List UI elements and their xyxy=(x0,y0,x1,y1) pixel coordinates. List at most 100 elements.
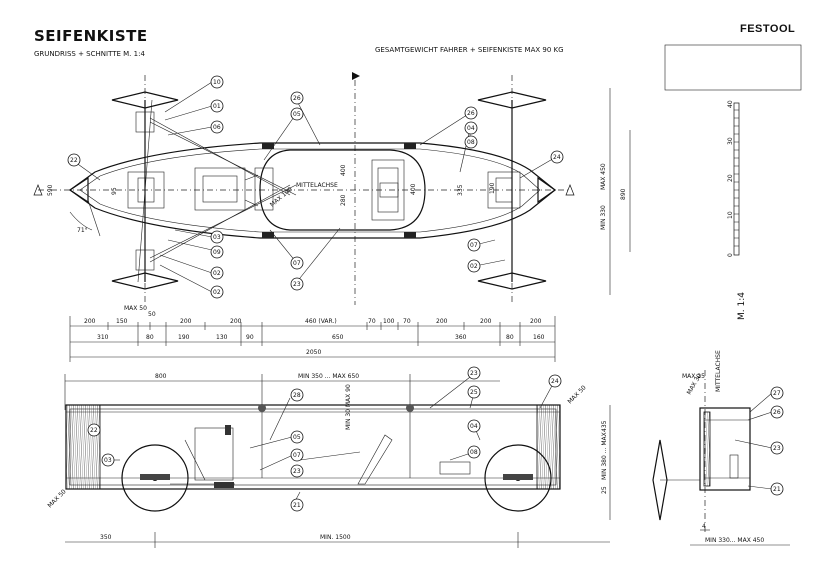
svg-text:20: 20 xyxy=(727,174,734,182)
weight-note: GESAMTGEWICHT FAHRER + SEIFENKISTE MAX 9… xyxy=(375,46,564,54)
svg-text:80: 80 xyxy=(146,334,154,341)
svg-text:08: 08 xyxy=(470,449,478,456)
svg-text:400: 400 xyxy=(410,183,417,195)
svg-text:05: 05 xyxy=(293,111,301,118)
svg-text:10: 10 xyxy=(727,211,734,219)
svg-text:50: 50 xyxy=(148,311,156,318)
svg-text:95: 95 xyxy=(111,187,118,195)
drawing-title: SEIFENKISTE xyxy=(34,27,148,45)
svg-text:130: 130 xyxy=(216,334,228,341)
svg-text:200: 200 xyxy=(84,318,96,325)
svg-text:23: 23 xyxy=(293,281,301,288)
svg-text:MIN 380 ... MAX: MIN 380 ... MAX xyxy=(601,432,608,480)
svg-text:23: 23 xyxy=(293,468,301,475)
svg-text:02: 02 xyxy=(470,263,478,270)
svg-text:MAX 450: MAX 450 xyxy=(600,163,607,190)
svg-text:23: 23 xyxy=(773,445,781,452)
festool-logo: FESTOOL xyxy=(740,23,795,35)
svg-text:06: 06 xyxy=(213,124,221,131)
svg-text:435: 435 xyxy=(601,420,608,432)
svg-text:190: 190 xyxy=(178,334,190,341)
svg-text:MAX 50: MAX 50 xyxy=(124,305,147,312)
svg-text:MIN 350 ... MAX 650: MIN 350 ... MAX 650 xyxy=(298,373,359,380)
svg-text:280: 280 xyxy=(340,194,347,206)
svg-text:03: 03 xyxy=(213,234,221,241)
svg-text:30: 30 xyxy=(727,137,734,145)
svg-text:26: 26 xyxy=(467,110,475,117)
svg-text:0: 0 xyxy=(727,253,734,257)
svg-text:MAX 25: MAX 25 xyxy=(682,373,705,380)
svg-text:09: 09 xyxy=(213,249,221,256)
svg-text:08: 08 xyxy=(467,139,475,146)
svg-text:150: 150 xyxy=(116,318,128,325)
svg-text:200: 200 xyxy=(480,318,492,325)
svg-text:21: 21 xyxy=(773,486,781,493)
svg-text:02: 02 xyxy=(213,270,221,277)
plan-centerline-label: MITTELACHSE xyxy=(296,182,338,189)
plan-view: 71° MITTELACHSE 590 400 280 400 335 MAX … xyxy=(33,72,631,362)
svg-text:MIN 30 MAX 90: MIN 30 MAX 90 xyxy=(345,384,352,430)
svg-text:07: 07 xyxy=(293,452,301,459)
svg-text:70: 70 xyxy=(368,318,376,325)
svg-text:07: 07 xyxy=(293,260,301,267)
svg-text:MIN 330: MIN 330 xyxy=(600,205,607,230)
svg-text:07: 07 xyxy=(470,242,478,249)
section-view: MITTELACHSE MAX 25 MAX 30 27 26 23 21 4 … xyxy=(652,350,790,546)
svg-text:190: 190 xyxy=(489,182,496,194)
svg-text:24: 24 xyxy=(553,154,561,161)
svg-text:MAX 50: MAX 50 xyxy=(566,384,587,405)
svg-text:4: 4 xyxy=(702,523,706,530)
svg-text:100: 100 xyxy=(383,318,395,325)
svg-text:05: 05 xyxy=(293,434,301,441)
svg-text:335: 335 xyxy=(457,184,464,196)
svg-text:04: 04 xyxy=(470,423,478,430)
svg-text:80: 80 xyxy=(506,334,514,341)
svg-text:890: 890 xyxy=(620,188,627,200)
svg-text:22: 22 xyxy=(70,157,78,164)
svg-text:MAX 140: MAX 140 xyxy=(269,186,294,209)
svg-text:10: 10 xyxy=(213,79,221,86)
svg-text:200: 200 xyxy=(180,318,192,325)
svg-text:03: 03 xyxy=(104,457,112,464)
svg-text:800: 800 xyxy=(155,373,167,380)
svg-text:90: 90 xyxy=(246,334,254,341)
angle-label: 71° xyxy=(77,227,88,234)
svg-text:MIN. 1500: MIN. 1500 xyxy=(320,534,351,541)
svg-text:160: 160 xyxy=(533,334,545,341)
svg-text:02: 02 xyxy=(213,289,221,296)
scale-bar: 40 30 20 10 0 M. 1:4 xyxy=(727,100,747,320)
svg-text:200: 200 xyxy=(530,318,542,325)
plan-part-callouts: 10 01 06 22 26 05 03 09 02 02 07 23 24 2… xyxy=(67,75,564,299)
svg-text:310: 310 xyxy=(97,334,109,341)
svg-text:200: 200 xyxy=(230,318,242,325)
svg-text:25: 25 xyxy=(601,486,608,494)
svg-text:590: 590 xyxy=(47,184,54,196)
svg-text:350: 350 xyxy=(100,534,112,541)
svg-text:25: 25 xyxy=(470,389,478,396)
svg-text:23: 23 xyxy=(470,370,478,377)
svg-text:200: 200 xyxy=(436,318,448,325)
svg-text:460 (VAR.): 460 (VAR.) xyxy=(305,318,337,325)
side-view: 800 MIN 350 ... MAX 650 xyxy=(46,366,611,548)
svg-text:04: 04 xyxy=(467,125,475,132)
svg-text:28: 28 xyxy=(293,392,301,399)
svg-text:400: 400 xyxy=(340,164,347,176)
svg-text:27: 27 xyxy=(773,390,781,397)
total-length: 2050 xyxy=(306,349,321,356)
svg-text:70: 70 xyxy=(403,318,411,325)
svg-text:26: 26 xyxy=(773,409,781,416)
svg-text:21: 21 xyxy=(293,502,301,509)
svg-text:26: 26 xyxy=(293,95,301,102)
drawing-subtitle: GRUNDRISS + SCHNITTE M. 1:4 xyxy=(34,50,145,58)
svg-text:22: 22 xyxy=(90,427,98,434)
title-block-box xyxy=(664,44,802,91)
svg-text:01: 01 xyxy=(213,103,221,110)
svg-text:360: 360 xyxy=(455,334,467,341)
svg-text:650: 650 xyxy=(332,334,344,341)
svg-text:MITTELACHSE: MITTELACHSE xyxy=(715,350,722,392)
svg-text:24: 24 xyxy=(551,378,559,385)
svg-text:MIN 330... MAX 450: MIN 330... MAX 450 xyxy=(705,537,764,544)
svg-text:40: 40 xyxy=(727,100,734,108)
scale-label: M. 1:4 xyxy=(737,292,747,320)
